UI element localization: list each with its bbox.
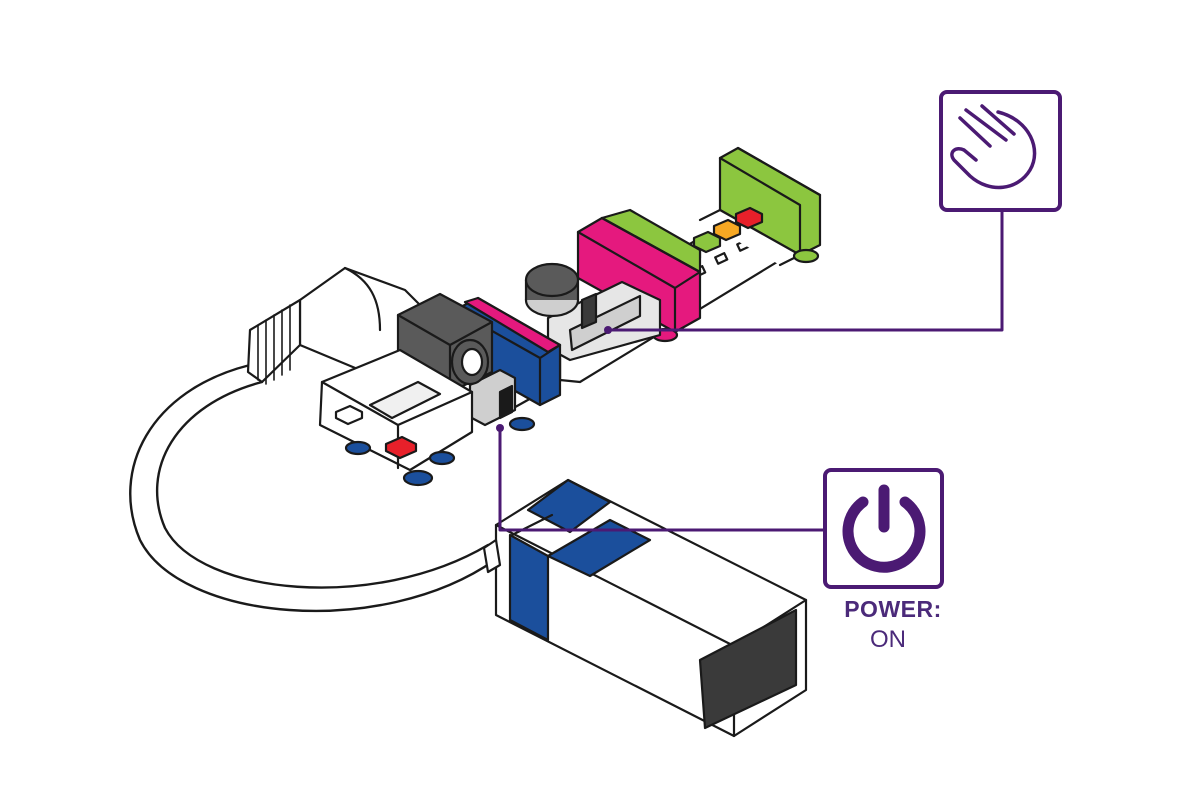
wire-module — [318, 348, 474, 487]
power-icon — [823, 468, 944, 589]
battery-9v — [482, 478, 808, 738]
hand-pointer-icon — [939, 90, 1062, 212]
callout-lines — [496, 208, 1004, 532]
slide-switch-bit — [524, 208, 702, 362]
power-label-title: POWER: — [844, 596, 942, 622]
battery-cable — [129, 363, 497, 613]
power-bit — [453, 296, 562, 432]
power-label-value: ON — [870, 626, 906, 653]
